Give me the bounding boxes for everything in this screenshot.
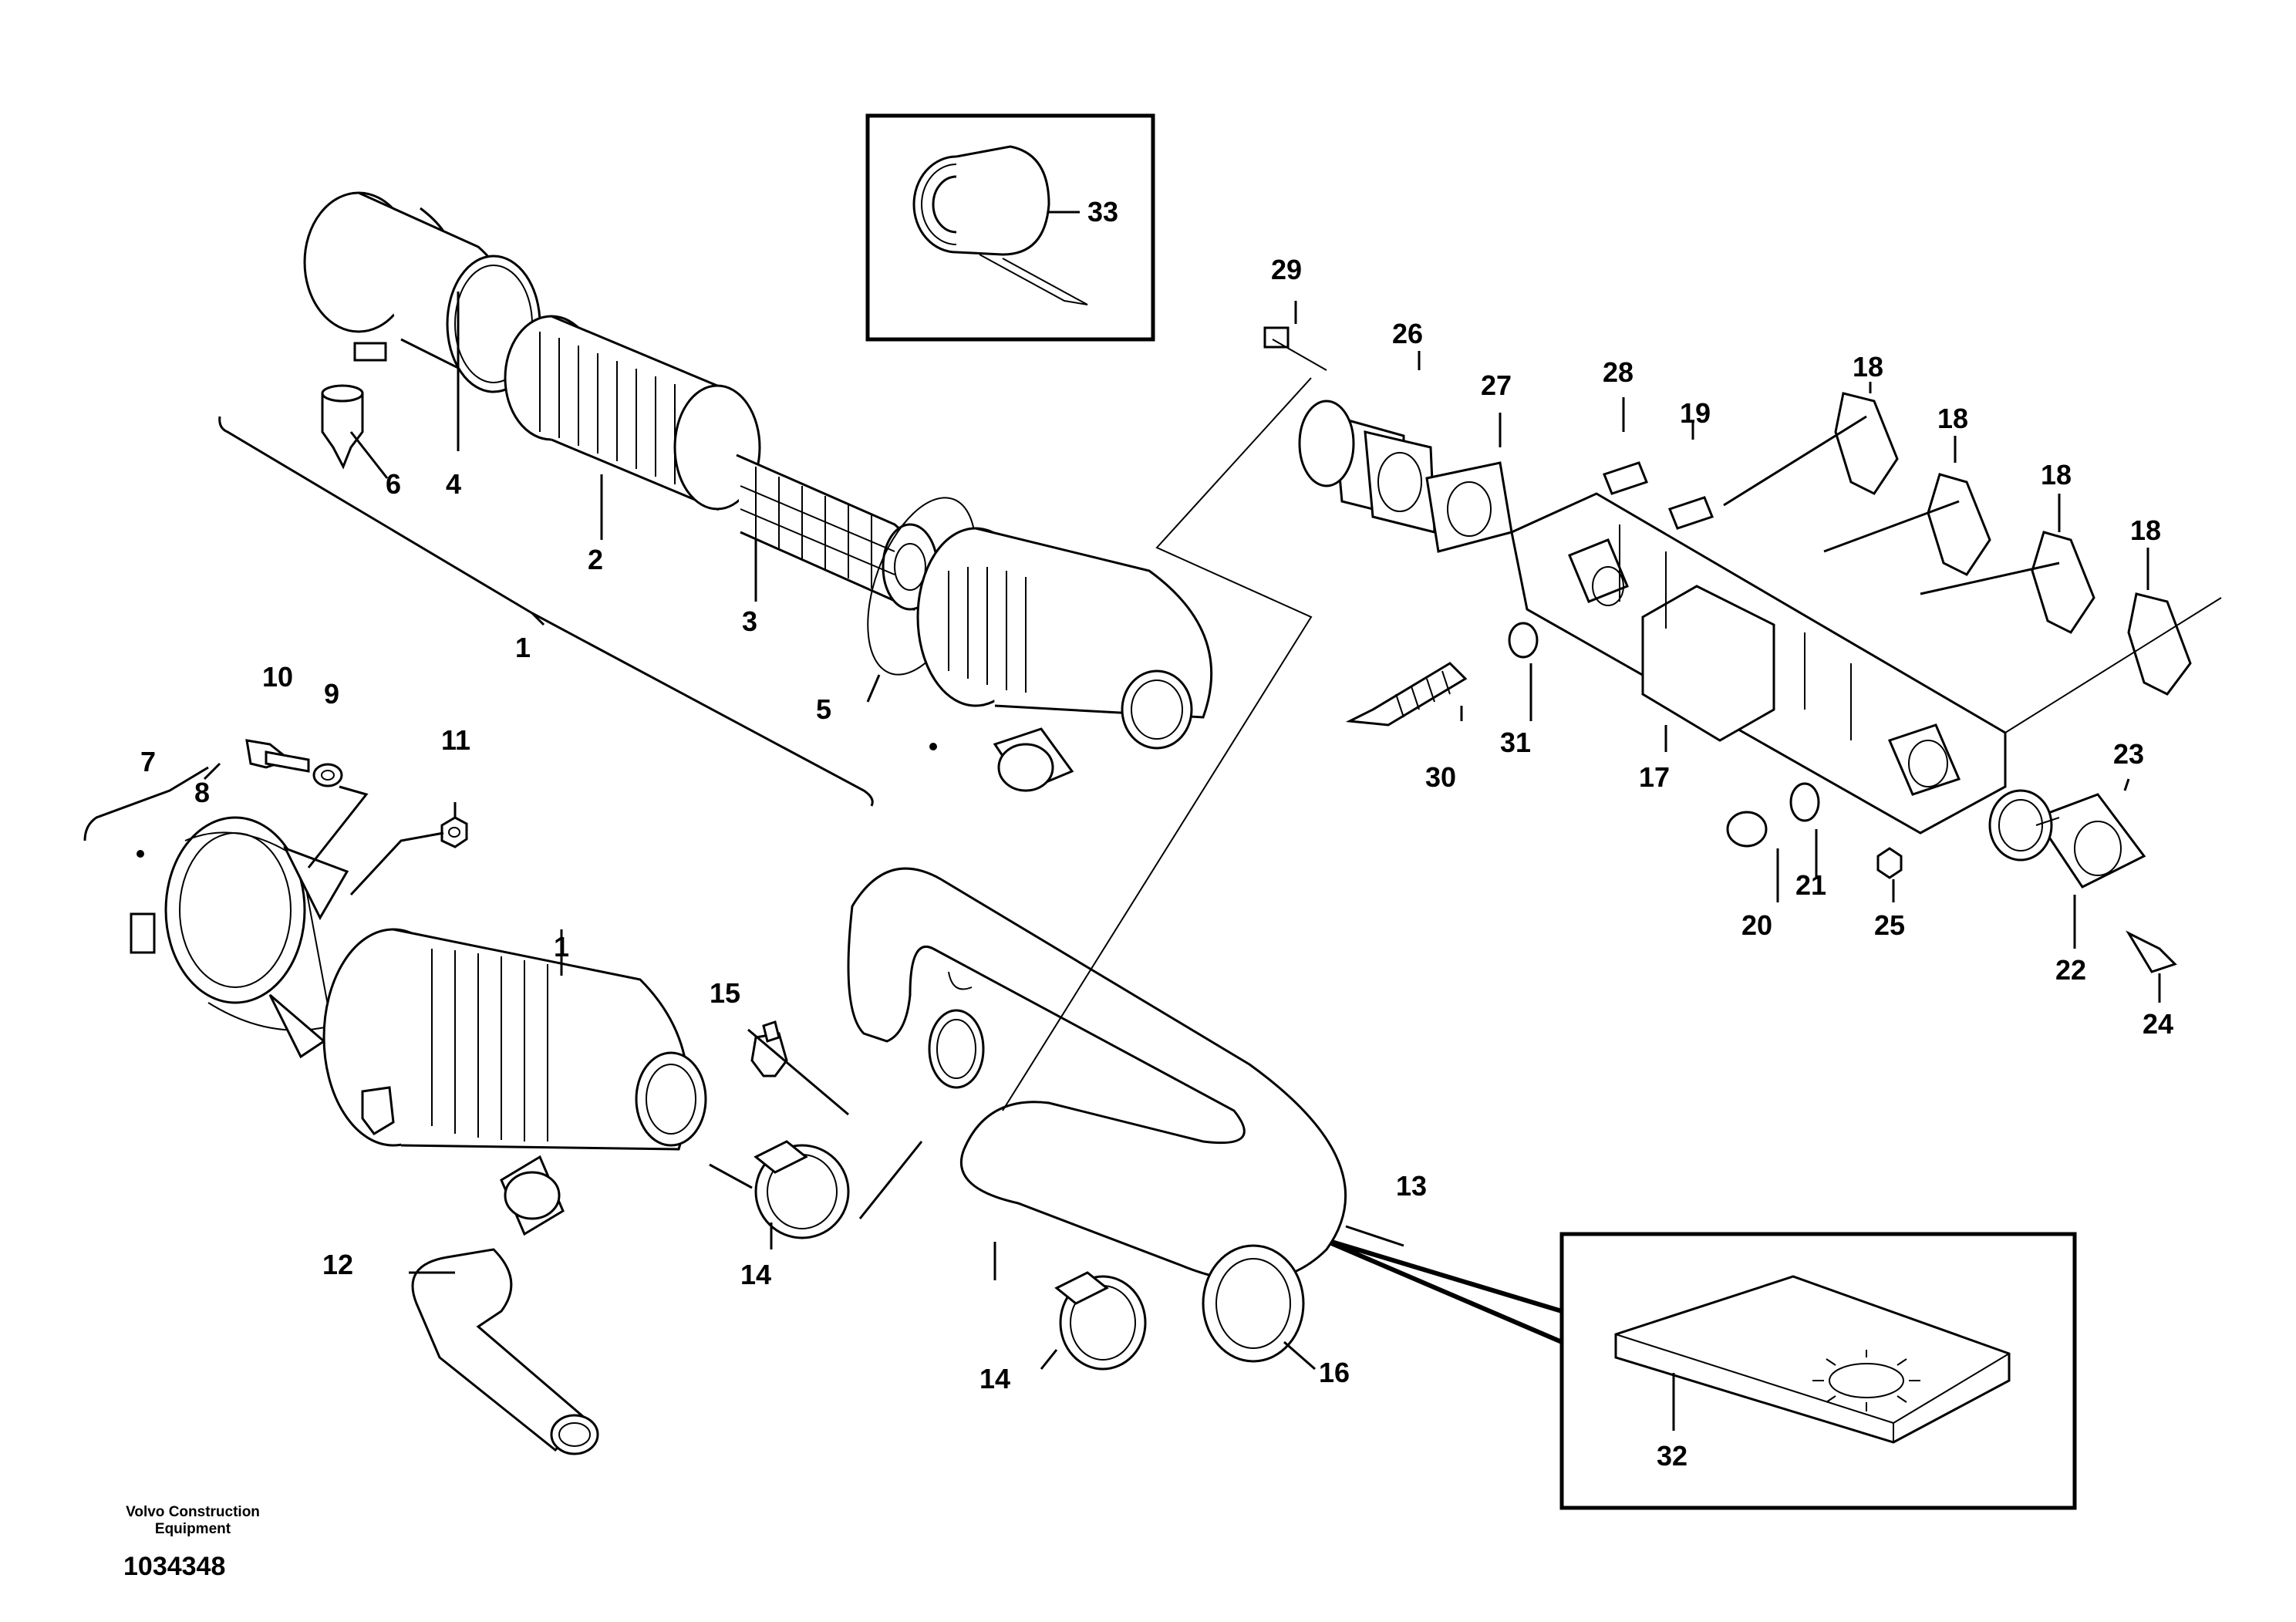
callout-22: 22 — [2055, 954, 2086, 986]
callout-8: 8 — [194, 777, 210, 808]
tape-roll-icon — [912, 145, 1088, 305]
air-filter-exploded — [218, 191, 1213, 807]
mounted-housing — [322, 928, 707, 1236]
callout-24: 24 — [2143, 1008, 2173, 1040]
callout-18-d: 18 — [2130, 514, 2161, 546]
callout-26: 26 — [1392, 318, 1423, 349]
preheater-assembly — [1002, 326, 2222, 1111]
callout-18-c: 18 — [2041, 459, 2072, 491]
callout-19: 19 — [1680, 397, 1711, 429]
callout-7: 7 — [140, 746, 156, 777]
dust-valve — [321, 384, 364, 470]
intake-hose — [847, 867, 1347, 1283]
hose-clamp-upper — [754, 1140, 850, 1239]
main-filter-element — [504, 315, 761, 511]
callout-9: 9 — [324, 678, 339, 710]
callout-20: 20 — [1741, 909, 1772, 941]
inset-box-pad: 32 — [1317, 1232, 2077, 1510]
leader-lines — [349, 292, 2161, 1371]
filter-cover — [303, 191, 541, 393]
callout-13: 13 — [1396, 1170, 1427, 1202]
callout-21: 21 — [1795, 869, 1826, 901]
callout-1-mounted: 1 — [554, 931, 569, 963]
callout-4: 4 — [446, 468, 461, 500]
company-name-line1: Volvo Construction — [126, 1504, 260, 1520]
bolt-washer-nut — [245, 739, 468, 896]
callout-12: 12 — [322, 1249, 353, 1280]
hose-clamp-lower — [1054, 1271, 1147, 1371]
callout-23: 23 — [2113, 738, 2144, 770]
callout-1-exploded: 1 — [515, 632, 531, 663]
callout-33: 33 — [1087, 196, 1118, 228]
callout-5: 5 — [816, 693, 831, 725]
company-name-line2: Equipment — [154, 1521, 231, 1537]
callout-14-upper: 14 — [740, 1259, 771, 1290]
callout-18-b: 18 — [1937, 403, 1968, 434]
pad-icon — [1614, 1275, 2011, 1444]
sealing-ring — [1202, 1244, 1305, 1363]
callout-10: 10 — [262, 661, 293, 693]
air-filter-mounted — [83, 743, 937, 1455]
callout-28: 28 — [1603, 356, 1633, 388]
callout-25: 25 — [1874, 909, 1905, 941]
callout-2: 2 — [588, 544, 603, 575]
inset-box-tape: 33 — [865, 113, 1155, 342]
callout-11: 11 — [441, 724, 470, 756]
footer: Volvo Construction Equipment 1034348 — [100, 1504, 285, 1582]
inlet-elbow — [411, 1248, 599, 1455]
filter-housing — [916, 527, 1213, 792]
safety-filter-element — [736, 454, 939, 611]
callout-16: 16 — [1319, 1357, 1350, 1388]
pressure-sensor — [750, 1020, 788, 1077]
callout-15: 15 — [710, 977, 740, 1009]
callout-3: 3 — [742, 605, 757, 637]
callout-6: 6 — [386, 468, 401, 500]
drawing-number: 1034348 — [123, 1552, 226, 1581]
callout-14-lower: 14 — [979, 1363, 1010, 1394]
callout-17: 17 — [1639, 761, 1670, 793]
callout-30: 30 — [1425, 761, 1456, 793]
mounting-band — [130, 816, 349, 1059]
callout-31: 31 — [1500, 727, 1531, 758]
callout-32: 32 — [1657, 1440, 1687, 1472]
callout-29: 29 — [1271, 254, 1302, 285]
callout-18-a: 18 — [1853, 351, 1883, 383]
callout-labels: 1 1 2 3 4 5 6 7 8 9 10 11 12 13 14 14 15… — [140, 254, 2173, 1394]
callout-27: 27 — [1481, 369, 1512, 401]
